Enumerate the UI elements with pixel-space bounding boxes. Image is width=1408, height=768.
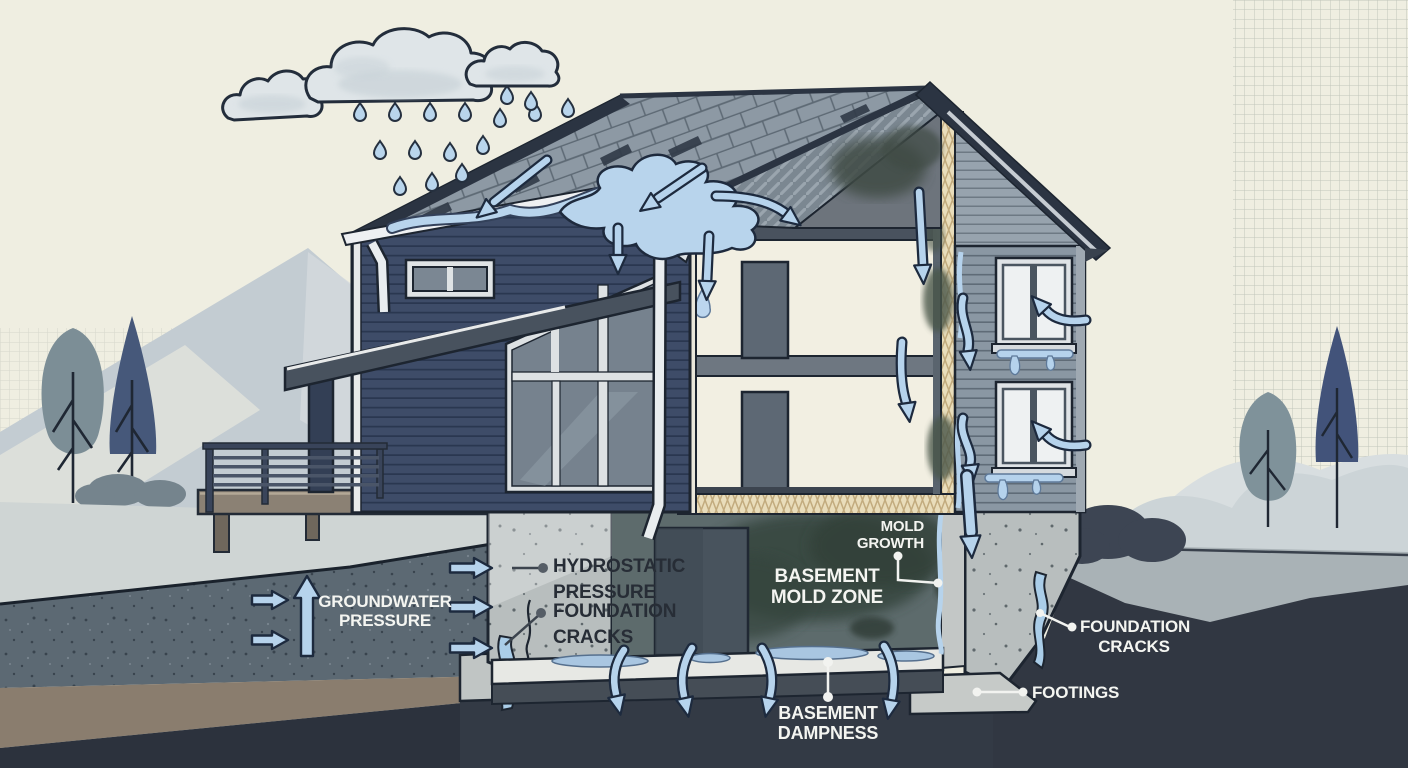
label-line: PRESSURE — [553, 582, 656, 603]
groundwater-soil-layer — [0, 544, 492, 688]
label-basement-dampness: BASEMENT DAMPNESS — [743, 703, 913, 743]
floor-puddle — [755, 645, 869, 661]
label-line: MOLD ZONE — [770, 587, 884, 608]
tree-pine-right — [1315, 326, 1359, 528]
soffit-highlight — [946, 110, 1100, 255]
label-basement-mold-zone: BASEMENT MOLD ZONE — [737, 566, 917, 608]
tree-round-left — [41, 328, 104, 503]
label-line: BASEMENT — [774, 566, 880, 587]
label-line: MOLD — [880, 518, 925, 535]
callout-footings — [972, 687, 1028, 697]
bush-left — [75, 474, 186, 508]
callout-hydrostatic — [512, 563, 548, 573]
water-flow-arrow — [1030, 295, 1092, 327]
window-drips — [984, 349, 1074, 501]
roof-ridge — [619, 85, 929, 99]
corner-trim-right — [1076, 246, 1085, 512]
basement-door-shadow — [655, 528, 703, 655]
groundwater-up-arrow — [292, 574, 322, 658]
foundation-crack-left — [525, 599, 532, 663]
floor-puddle — [551, 654, 649, 668]
deep-soil-right — [993, 577, 1408, 768]
water-flow-arrow — [895, 336, 917, 423]
interior-door-lower — [740, 390, 790, 491]
interior-door-upper — [740, 260, 790, 360]
label-line: FOOTINGS — [1032, 683, 1120, 702]
small-window-left — [404, 258, 496, 300]
porch-post — [307, 374, 335, 494]
water-flow-arrows — [250, 154, 1092, 720]
label-line: DAMPNESS — [777, 723, 879, 743]
water-flow-arrow — [959, 469, 982, 560]
basement-interior — [612, 504, 961, 662]
floor-puddle — [689, 652, 731, 664]
deck-railing — [202, 442, 388, 513]
house-left-section — [283, 188, 692, 514]
basement-mold-cloud — [679, 506, 954, 639]
label-line: CRACKS — [553, 627, 634, 648]
label-line: GROUNDWATER — [318, 592, 452, 611]
lawn-left — [0, 502, 490, 604]
floor-insulation-band — [677, 493, 964, 515]
soil-top-edge — [0, 542, 493, 606]
label-hydrostatic-pressure: HYDROSTATIC PRESSURE — [553, 554, 685, 606]
ground-line-right — [1149, 547, 1408, 557]
water-flow-arrow — [710, 190, 802, 227]
rain-cloud-large — [304, 27, 494, 104]
basement-wall-water-drip — [935, 513, 944, 655]
water-flow-arrow — [607, 644, 630, 716]
clerestory-window — [504, 272, 664, 494]
downspout-left — [366, 239, 391, 313]
attic-mold — [830, 126, 942, 198]
water-flow-arrow — [1030, 420, 1092, 452]
callout-foundation-cracks-left — [504, 608, 546, 646]
water-flow-arrow — [675, 642, 698, 718]
callout-basement-dampness — [823, 657, 833, 702]
foundation-crack-right-water — [1032, 570, 1049, 670]
label-line: HYDROSTATIC — [553, 556, 686, 577]
label-footings: FOOTINGS — [1032, 683, 1119, 702]
water-flow-arrow — [697, 230, 717, 302]
label-foundation-cracks-right: FOUNDATION CRACKS — [1080, 617, 1191, 656]
label-mold-growth: MOLD GROWTH — [838, 518, 924, 552]
ground-band-right — [1068, 545, 1408, 624]
tree-pine-left — [109, 316, 157, 503]
water-flow-arrow — [756, 642, 779, 718]
label-line: BASEMENT — [778, 703, 878, 723]
callout-foundation-cracks-right — [1036, 609, 1077, 632]
porch-beam-highlight — [286, 305, 566, 371]
label-line: FOUNDATION — [1080, 617, 1191, 636]
label-groundwater-pressure: GROUNDWATER PRESSURE — [290, 592, 480, 630]
water-flow-arrow — [639, 162, 708, 212]
rain-cloud-right — [464, 41, 561, 88]
label-line: PRESSURE — [339, 611, 431, 631]
rain-cloud-small — [221, 69, 324, 122]
water-flow-arrow — [956, 292, 978, 372]
water-flow-arrow — [913, 186, 933, 286]
label-line: GROWTH — [856, 535, 924, 552]
callouts — [504, 551, 1077, 702]
subfloor-line — [678, 487, 963, 494]
groundwater-arrow — [250, 556, 494, 660]
interior-cutaway — [677, 111, 964, 515]
water-flow-arrow — [608, 222, 628, 276]
subsoil-brown-layer — [0, 676, 492, 748]
roof-rake-fascia — [346, 96, 630, 242]
tree-round-right — [1239, 392, 1297, 527]
eave-return — [1085, 248, 1108, 262]
label-line: FOUNDATION — [553, 601, 677, 622]
water-flow-arrow — [878, 640, 901, 720]
label-line: CRACKS — [1098, 636, 1170, 656]
callout-mold-growth — [893, 551, 943, 588]
water-flow-arrow — [475, 154, 553, 219]
label-foundation-cracks-left: FOUNDATION CRACKS — [553, 599, 676, 651]
